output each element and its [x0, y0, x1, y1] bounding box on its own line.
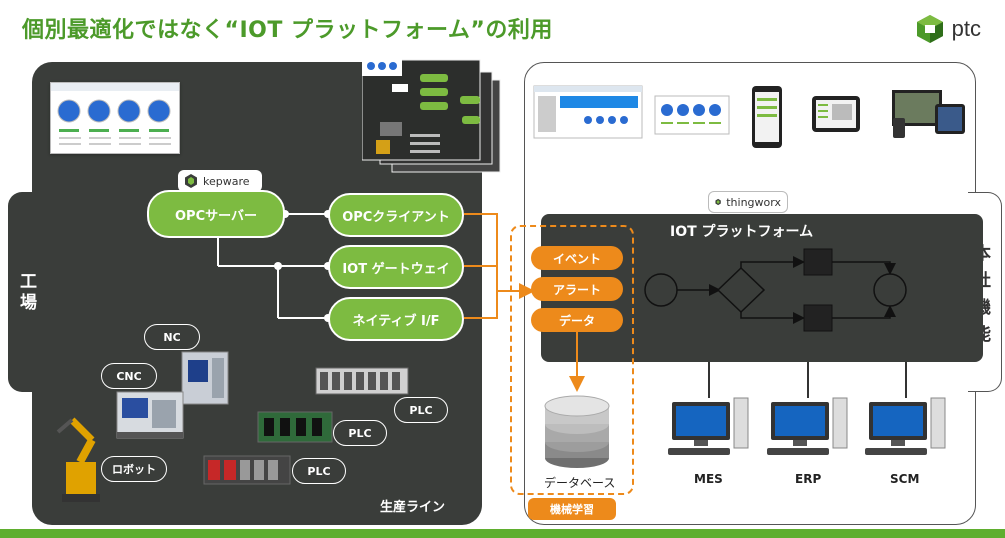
- database-icon: [544, 395, 610, 468]
- alarm-pill: アラート: [531, 277, 623, 301]
- plc-label-1: PLC: [394, 397, 448, 423]
- tablet-screenshot: [812, 96, 860, 132]
- ptc-logo-text: ptc: [951, 16, 981, 41]
- orange-flow-lines: [464, 213, 585, 392]
- thingworx-label: thingworx: [726, 195, 781, 209]
- plc-rack-image-2: [257, 411, 333, 443]
- client-links: [708, 362, 907, 398]
- page-title: 個別最適化ではなく“IOT プラットフォーム”の利用: [22, 18, 553, 43]
- thingworx-badge: thingworx: [708, 191, 788, 213]
- gauge-panel-screenshot: [654, 95, 730, 135]
- start-node: [644, 273, 678, 307]
- iot-platform-title: IOT プラットフォーム: [670, 224, 814, 240]
- end-node: [873, 273, 907, 307]
- nc-machine-image: [181, 351, 229, 405]
- scm-label: SCM: [890, 472, 920, 486]
- hq-device-screenshots: [533, 85, 965, 148]
- erp-label: ERP: [795, 472, 822, 486]
- process-node-lower: [803, 304, 833, 332]
- factory-connectors: [217, 213, 328, 319]
- factory-label: 工場: [16, 272, 36, 314]
- scm-computer-icon: [865, 397, 946, 455]
- web-dashboard-screenshot: [533, 85, 643, 139]
- workflow-screenshot-stack: [361, 56, 502, 176]
- opc-server-node: OPCサーバー: [147, 190, 285, 238]
- gauge-dashboard-screenshot: [50, 82, 180, 154]
- machine-learning-label: 機械学習: [528, 498, 616, 520]
- process-node-upper: [803, 248, 833, 276]
- smartphone-screenshot: [752, 86, 782, 148]
- opc-client-node: OPCクライアント: [328, 193, 464, 237]
- native-if-node: ネイティブ I/F: [328, 297, 464, 341]
- ptc-logo: ptc: [916, 14, 981, 44]
- iot-gateway-node: IOT ゲートウェイ: [328, 245, 464, 289]
- plc-label-2: PLC: [333, 420, 387, 446]
- cnc-machine-image: [116, 391, 184, 439]
- plc-label-3: PLC: [292, 458, 346, 484]
- kepware-label: kepware: [203, 174, 250, 188]
- event-pill: イベント: [531, 246, 623, 270]
- factory-equipment: [56, 351, 409, 502]
- robot-arm-image: [56, 417, 100, 502]
- erp-computer-icon: [767, 397, 848, 455]
- machine-learning-region: [510, 225, 634, 495]
- robot-label: ロボット: [101, 456, 167, 482]
- mes-label: MES: [694, 472, 723, 486]
- mes-computer-icon: [668, 397, 749, 455]
- database-label: データベース: [544, 476, 616, 490]
- kepware-icon: [185, 174, 197, 188]
- plc-rack-image-1: [315, 367, 409, 395]
- plc-rack-image-3: [203, 455, 291, 485]
- multi-device-screenshot: [892, 90, 965, 138]
- kepware-badge: kepware: [178, 170, 262, 192]
- data-pill: データ: [531, 308, 623, 332]
- production-line-label: 生産ライン: [380, 500, 446, 515]
- workflow-diagram: [644, 248, 907, 332]
- cnc-label: CNC: [101, 363, 157, 389]
- ptc-logo-icon: [916, 15, 943, 43]
- decision-node: [716, 266, 766, 314]
- thingworx-icon: [715, 198, 721, 206]
- bottom-accent-bar: [0, 529, 1005, 538]
- nc-label: NC: [144, 324, 200, 350]
